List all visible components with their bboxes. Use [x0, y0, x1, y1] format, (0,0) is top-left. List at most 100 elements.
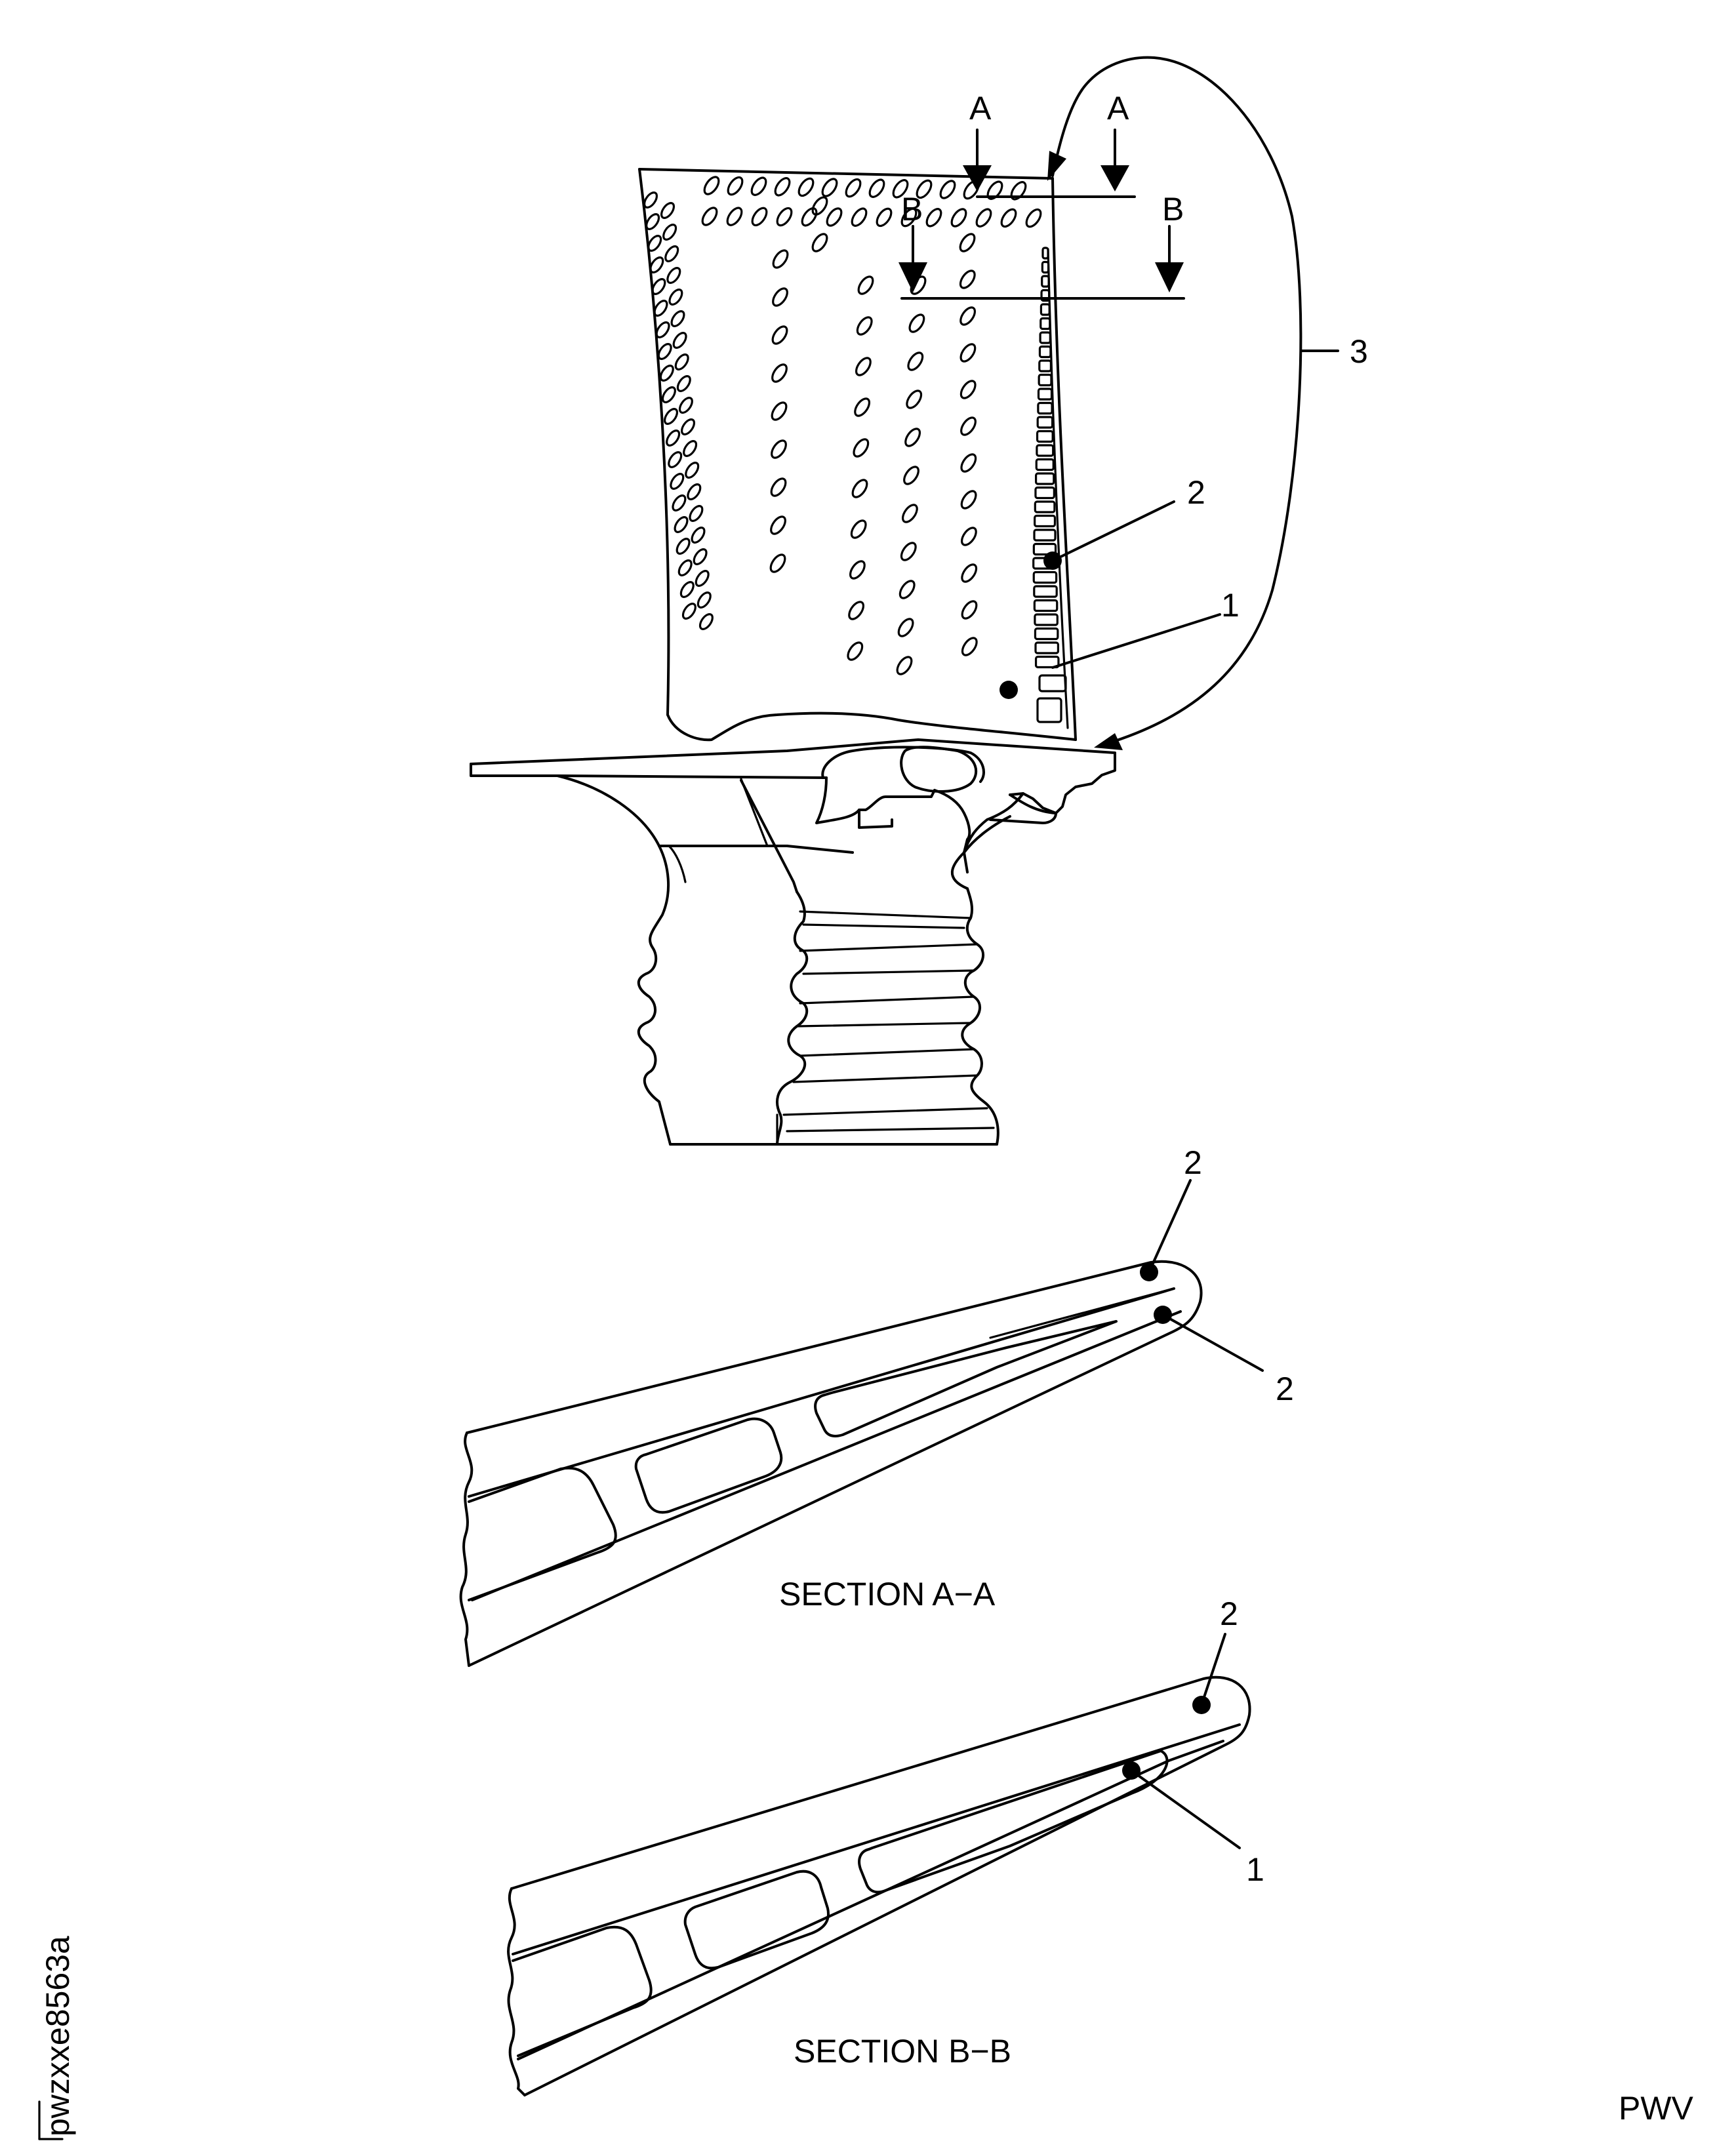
section-a-caption: SECTION A−A [779, 1576, 996, 1612]
cooling-hole [726, 207, 743, 226]
cooling-hole [770, 515, 786, 535]
cooling-hole [771, 439, 787, 459]
cooling-hole [897, 618, 914, 637]
cooling-hole [664, 245, 679, 262]
cooling-hole [670, 310, 685, 327]
trailing-edge-slot [1033, 599, 1059, 612]
cooling-hole [901, 504, 918, 523]
trailing-edge-slot [1034, 514, 1057, 528]
cooling-hole [900, 542, 917, 561]
cooling-hole [676, 375, 691, 392]
cooling-hole [727, 176, 744, 196]
trailing-edge-slot [1041, 275, 1050, 288]
trailing-edge-slot [1038, 345, 1052, 359]
trailing-edge-slot [1038, 359, 1053, 372]
section-b-callout-top: 2 [1220, 1595, 1238, 1632]
cooling-hole [774, 177, 791, 197]
cooling-hole [857, 275, 874, 295]
cut-label-b-left: B [901, 191, 923, 228]
trailing-edge-slot [1039, 331, 1051, 344]
cooling-hole [960, 453, 977, 473]
cooling-hole [1010, 181, 1027, 201]
section-a-callout-bottom: 2 [1276, 1371, 1294, 1407]
cooling-hole [959, 380, 977, 399]
cooling-hole [678, 397, 693, 414]
cooling-hole [687, 483, 702, 500]
cooling-hole [672, 332, 687, 349]
trailing-edge-slot [1034, 486, 1055, 500]
section-a-callout-top: 2 [1184, 1144, 1202, 1181]
cooling-hole [892, 179, 909, 199]
cooling-hole [643, 191, 658, 209]
section-b-callout-bottom: 1 [1246, 1851, 1264, 1888]
cooling-hole [772, 287, 788, 307]
cooling-hole [655, 321, 670, 338]
cooling-hole [685, 462, 700, 479]
cooling-hole [961, 600, 978, 620]
trailing-edge-slot [1038, 373, 1053, 387]
trailing-edge-slot [1034, 500, 1056, 513]
cooling-hole [960, 416, 977, 436]
trailing-edge-slot [1036, 416, 1054, 429]
cooling-hole [693, 548, 708, 565]
cooling-hole [986, 180, 1003, 200]
cooling-hole [680, 418, 696, 435]
section-a-cut-line [963, 129, 1136, 198]
blade-root [637, 779, 999, 1146]
cooling-hole [876, 207, 893, 228]
trailing-edge-slot [1040, 289, 1051, 302]
cooling-hole [677, 559, 693, 576]
trailing-edge-slot [1038, 674, 1067, 692]
cooling-hole [975, 208, 992, 228]
cooling-hole [908, 313, 925, 333]
cooling-hole [674, 516, 689, 533]
trailing-edge-slot [1036, 430, 1054, 443]
cooling-hole [854, 397, 871, 417]
cooling-hole [772, 249, 789, 269]
cooling-hole [750, 176, 767, 196]
cooling-hole [660, 202, 676, 219]
cooling-hole [659, 365, 674, 382]
cooling-hole [959, 270, 976, 289]
trailing-edge-slot [1041, 247, 1049, 260]
trailing-edge-slot [1032, 542, 1057, 556]
trailing-edge-slot [1033, 529, 1057, 542]
cooling-hole [670, 473, 685, 490]
cooling-hole [848, 601, 865, 620]
trailing-edge-slot [1034, 627, 1059, 641]
cooling-hole [703, 176, 720, 195]
section-b-caption: SECTION B−B [794, 2033, 1011, 2070]
cooling-hole [896, 656, 913, 675]
cooling-hole [645, 213, 660, 230]
cooling-hole [701, 207, 718, 226]
callout-1-leader [999, 613, 1221, 699]
blade-platform [470, 738, 1116, 890]
cut-label-b-right: B [1162, 191, 1184, 228]
cooling-holes [643, 176, 1042, 675]
trailing-edge-slot [1040, 303, 1051, 316]
cooling-hole [657, 343, 672, 360]
cooling-hole [903, 466, 919, 485]
cooling-hole [668, 451, 683, 468]
cooling-hole [959, 233, 976, 252]
cooling-hole [662, 224, 677, 241]
cooling-hole [770, 477, 787, 497]
cooling-hole [776, 207, 793, 227]
cooling-hole [961, 637, 978, 656]
cooling-hole [663, 408, 679, 425]
cooling-hole [856, 316, 873, 336]
cooling-hole [1025, 208, 1042, 228]
cooling-hole [826, 207, 843, 227]
cooling-hole [771, 363, 788, 383]
cooling-hole [925, 208, 942, 228]
cooling-hole [683, 440, 698, 457]
trailing-edge-slot [1034, 655, 1060, 669]
trailing-edge-slot [1036, 697, 1062, 723]
trailing-edge-slot [1033, 585, 1058, 598]
cooling-hole [647, 235, 662, 252]
cooling-hole [653, 300, 668, 317]
cooling-hole [801, 207, 818, 227]
cooling-hole [672, 494, 687, 511]
cooling-hole [855, 357, 872, 376]
